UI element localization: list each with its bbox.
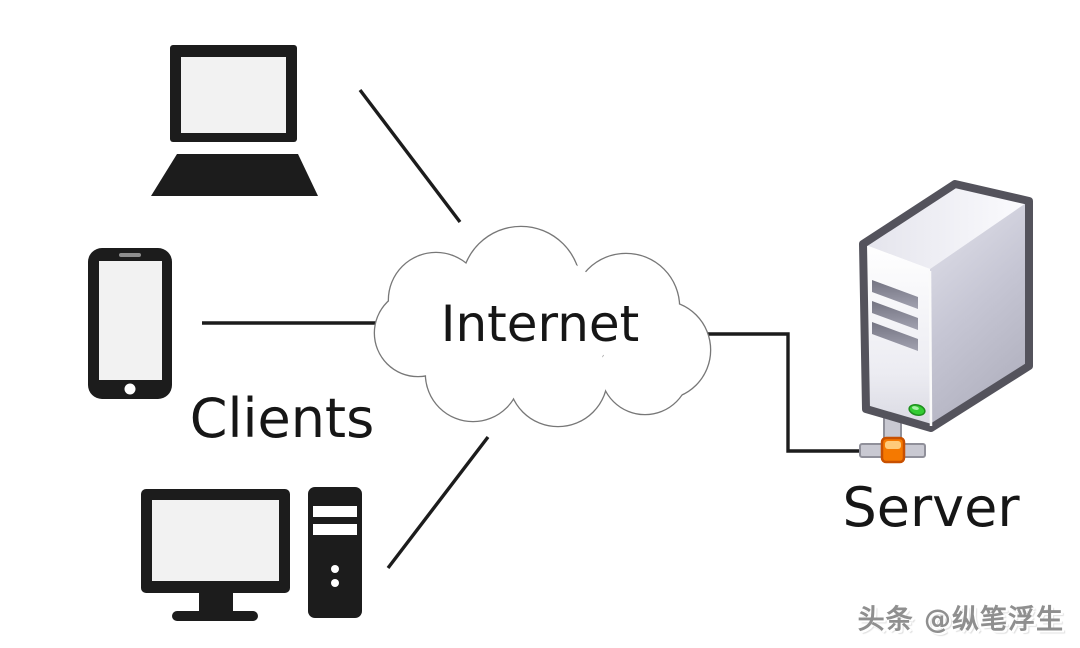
tower-button [331, 565, 339, 573]
server-vents [872, 280, 918, 351]
watermark-text: 头条 @纵笔浮生 [857, 604, 1064, 636]
server-top-face [863, 184, 1029, 269]
smartphone-screen [99, 261, 162, 380]
server-body [859, 180, 1033, 432]
desktop-computer-icon [141, 487, 362, 621]
smartphone-speaker [119, 253, 141, 257]
cloud-icon [373, 225, 712, 428]
edge-desktop-internet [386, 435, 490, 570]
monitor-screen [152, 500, 279, 581]
laptop-icon [151, 45, 318, 196]
laptop-base [151, 154, 318, 196]
server-tower-icon [859, 180, 1033, 464]
edge-laptop-internet [358, 88, 462, 224]
monitor-base [172, 611, 258, 621]
clients-label: Clients [189, 387, 375, 450]
server-label: Server [842, 476, 1020, 539]
edge-internet-server [705, 332, 861, 453]
server-front-edge-highlight [928, 270, 933, 427]
network-connector-highlight [885, 441, 901, 449]
connection-lines [202, 88, 861, 570]
monitor-stand [199, 593, 233, 613]
server-led-highlight [911, 406, 919, 411]
tower-drive-slot [313, 524, 357, 535]
server-outline [859, 180, 1033, 432]
server-network-foot [859, 413, 926, 464]
tower-drive-slot [313, 506, 357, 517]
server-right-face [930, 201, 1029, 428]
smartphone-home-button [124, 383, 136, 395]
tower-case [308, 487, 362, 618]
internet-label: Internet [440, 295, 640, 353]
tower-button [331, 579, 339, 587]
laptop-screen [181, 57, 286, 133]
smartphone-icon [88, 248, 172, 399]
